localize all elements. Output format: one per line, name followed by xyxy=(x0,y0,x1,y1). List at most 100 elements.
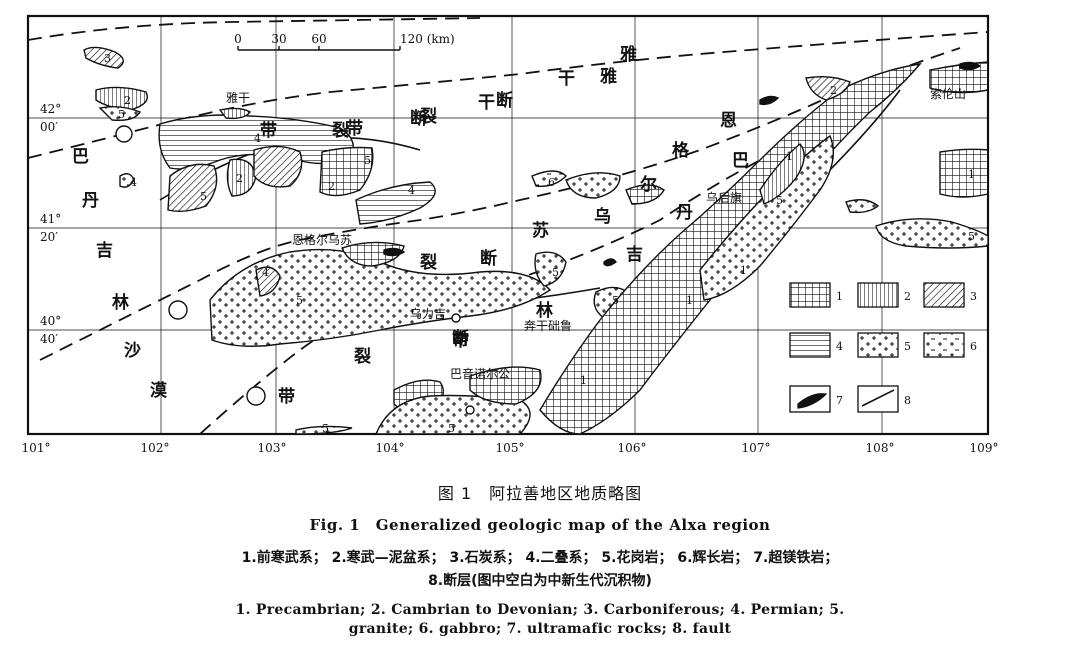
unit-number: 5 xyxy=(968,230,975,243)
legend-number: 3 xyxy=(970,290,977,303)
unit-number: 2 xyxy=(236,172,243,185)
lat-label-deg: 42° xyxy=(40,102,61,116)
lon-label: 101° xyxy=(22,441,51,455)
zone-char: 林 xyxy=(112,292,129,313)
zone-char: 断 xyxy=(480,248,497,269)
geologic-map: 0 30 60 120 (km) 101° 102° 103° 104° 105… xyxy=(22,14,999,455)
place-yagan: 雅干 xyxy=(226,90,250,105)
zone-char: 雅 xyxy=(619,44,637,65)
zone-char: 带 xyxy=(452,330,469,351)
unit-number: 2 xyxy=(830,84,837,97)
figure-title-en: Fig. 1 Generalized geologic map of the A… xyxy=(309,516,771,534)
lat-label-min: 40′ xyxy=(40,332,58,346)
unit-number: 5 xyxy=(612,294,619,307)
scale-tick-0: 0 xyxy=(234,32,242,46)
legend-text-en: 1. Precambrian; 2. Cambrian to Devonian;… xyxy=(235,602,845,618)
unit-number: 5 xyxy=(118,108,125,121)
unit-number: 1 xyxy=(580,374,587,387)
place-engeerwusu: 恩格尔乌苏 xyxy=(292,232,352,247)
zone-char: 断 xyxy=(410,108,427,129)
zone-char: 裂 xyxy=(419,106,437,127)
scale-tick-120: 120 (km) xyxy=(400,32,455,46)
geologic-units xyxy=(83,46,989,435)
zone-char: 雅 xyxy=(599,66,617,87)
zone-char: 干 xyxy=(558,69,575,89)
zone-char: 断 xyxy=(496,90,513,111)
zone-char: 乌 xyxy=(594,206,611,227)
unit-number: 4 xyxy=(408,184,415,197)
zone-char: 巴 xyxy=(732,151,749,171)
place-suolunshan: 索伦山 xyxy=(930,86,966,101)
unit-number: 5 xyxy=(552,266,559,279)
place-bengganchaolu: 奔干础鲁 xyxy=(524,319,572,333)
figure-caption: 图 1 阿拉善地区地质略图 Fig. 1 Generalized geologi… xyxy=(0,478,1080,637)
zone-char: 断 xyxy=(452,328,469,349)
town-symbols xyxy=(115,125,475,415)
lon-label: 108° xyxy=(866,441,895,455)
unit-number: 4 xyxy=(130,176,137,189)
place-names: 雅干 索伦山 乌后旗 恩格尔乌苏 乌力吉 奔干础鲁 巴音诺尔公 xyxy=(226,86,966,381)
legend-text-en: granite; 6. gabbro; 7. ultramafic rocks;… xyxy=(348,621,732,637)
legend-number: 5 xyxy=(904,340,911,353)
zone-char: 沙 xyxy=(124,341,141,361)
place-bayinnuoergong: 巴音诺尔公 xyxy=(450,366,510,381)
lon-label: 107° xyxy=(742,441,771,455)
zone-char: 裂 xyxy=(353,346,371,367)
unit-number: 2 xyxy=(124,94,131,107)
lon-label: 103° xyxy=(258,441,287,455)
zone-char: 干 xyxy=(478,93,495,113)
zone-char: 带 xyxy=(346,118,363,139)
legend-text-cn: 1.前寒武系； 2.寒武—泥盆系； 3.石炭系； 4.二叠系； 5.花岗岩； 6… xyxy=(241,550,839,566)
legend-number: 2 xyxy=(904,290,911,303)
map-legend xyxy=(789,282,965,413)
zone-char: 带 xyxy=(278,386,295,407)
unit-number: 6 xyxy=(548,176,555,189)
longitude-labels: 101° 102° 103° 104° 105° 106° 107° 108° … xyxy=(22,441,999,455)
zone-char: 漠 xyxy=(150,380,168,401)
lon-label: 109° xyxy=(970,441,999,455)
zone-char: 带 xyxy=(260,120,277,141)
legend-number: 7 xyxy=(836,394,843,407)
unit-number: 5 xyxy=(364,154,371,167)
latitude-labels: 42° 00′ 41° 20′ 40° 40′ xyxy=(40,102,61,346)
zone-char: 恩 xyxy=(720,111,737,131)
map-legend-numbers: 1 2 3 4 5 6 7 8 xyxy=(836,290,977,407)
place-wulijia: 乌力吉 xyxy=(410,306,446,321)
legend-number: 6 xyxy=(970,340,977,353)
unit-numbers: 3 2 5 4 4 2 5 2 5 4 6 5 4 5 5 5 5 1 1 1 … xyxy=(104,52,975,435)
unit-number: 5 xyxy=(200,190,207,203)
zone-char: 巴 xyxy=(72,147,89,167)
lon-label: 102° xyxy=(141,441,170,455)
lat-label-deg: 41° xyxy=(40,212,61,226)
lat-label-min: 20′ xyxy=(40,230,58,244)
unit-number: 4 xyxy=(262,266,269,279)
legend-number: 8 xyxy=(904,394,911,407)
unit-number: 3 xyxy=(104,52,111,65)
lon-label: 106° xyxy=(618,441,647,455)
place-wuhouqi: 乌后旗 xyxy=(706,190,742,205)
unit-number: 1 xyxy=(740,264,747,277)
lat-label-deg: 40° xyxy=(40,314,61,328)
lon-label: 105° xyxy=(496,441,525,455)
zone-char: 苏 xyxy=(532,220,549,241)
scale-tick-30: 30 xyxy=(271,32,286,46)
figure-title-cn: 图 1 阿拉善地区地质略图 xyxy=(437,484,643,503)
unit-number: 4 xyxy=(254,132,261,145)
scale-tick-60: 60 xyxy=(311,32,326,46)
zone-char: 尔 xyxy=(640,174,657,195)
lat-label-min: 00′ xyxy=(40,120,58,134)
unit-number: 5 xyxy=(322,422,329,435)
unit-number: 1 xyxy=(686,294,693,307)
legend-number: 1 xyxy=(836,290,843,303)
zone-char: 吉 xyxy=(626,245,643,265)
zone-char: 裂 xyxy=(331,120,349,141)
legend-number: 4 xyxy=(836,340,843,353)
unit-number: 1 xyxy=(786,150,793,163)
lon-label: 104° xyxy=(376,441,405,455)
unit-number: 5 xyxy=(776,194,783,207)
zone-char: 林 xyxy=(536,300,553,321)
unit-number: 5 xyxy=(296,294,303,307)
zone-char: 丹 xyxy=(676,203,693,223)
zone-labels: 雅 干 断 裂 带 巴 丹 吉 林 沙 漠 恩 格 尔 乌 苏 断 裂 带 巴 … xyxy=(72,44,749,407)
zone-char: 吉 xyxy=(96,241,113,261)
